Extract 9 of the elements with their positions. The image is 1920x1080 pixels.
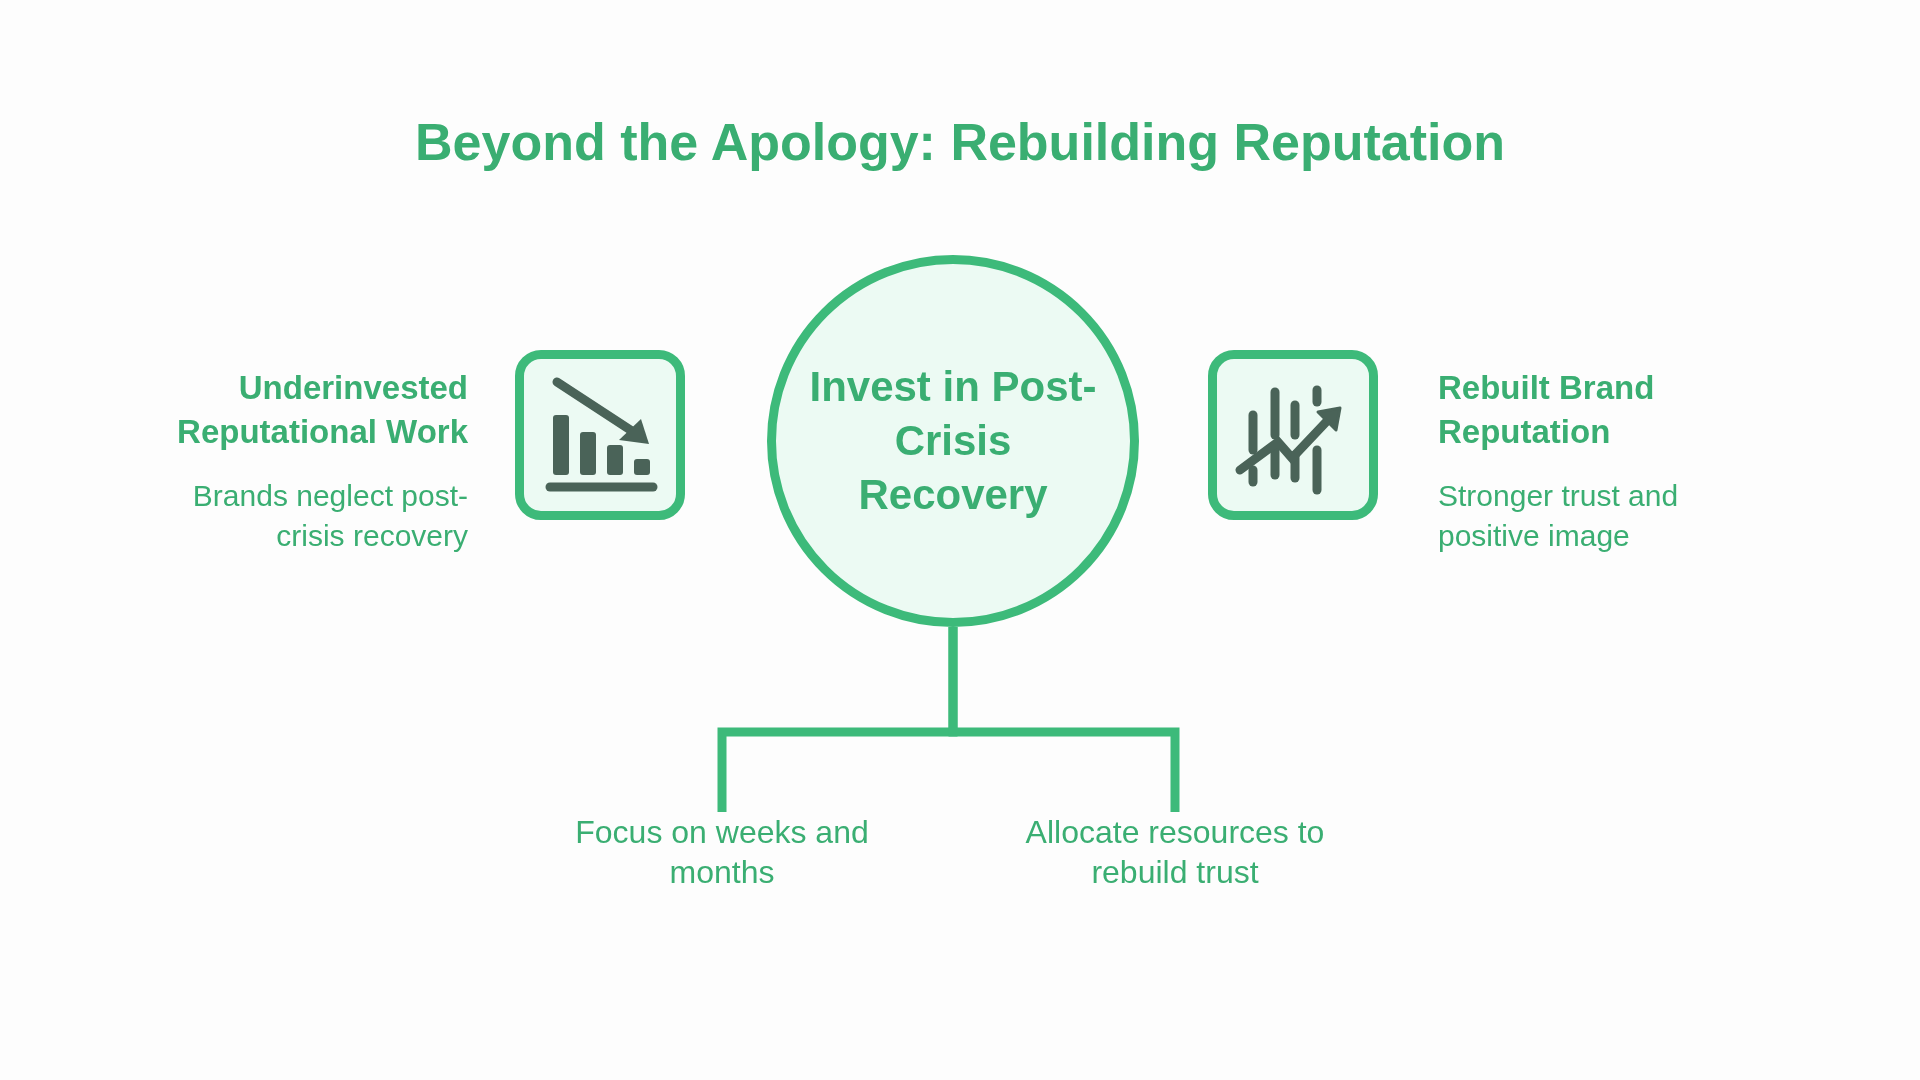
heading: Underinvested Reputational Work <box>176 368 468 452</box>
circle-label: Invest in Post-Crisis Recovery <box>808 362 1098 520</box>
description: Stronger trust and positive image <box>1438 478 1680 554</box>
description: Brands neglect post-crisis recovery <box>191 478 468 554</box>
branch-text: Focus on weeks and months <box>552 812 892 892</box>
branch-text: Allocate resources to rebuild trust <box>1005 812 1345 892</box>
heading: Rebuilt Brand Reputation <box>1438 368 1656 452</box>
connector <box>948 627 1180 812</box>
title: Beyond the Apology: Rebuilding Reputation <box>414 112 1506 172</box>
